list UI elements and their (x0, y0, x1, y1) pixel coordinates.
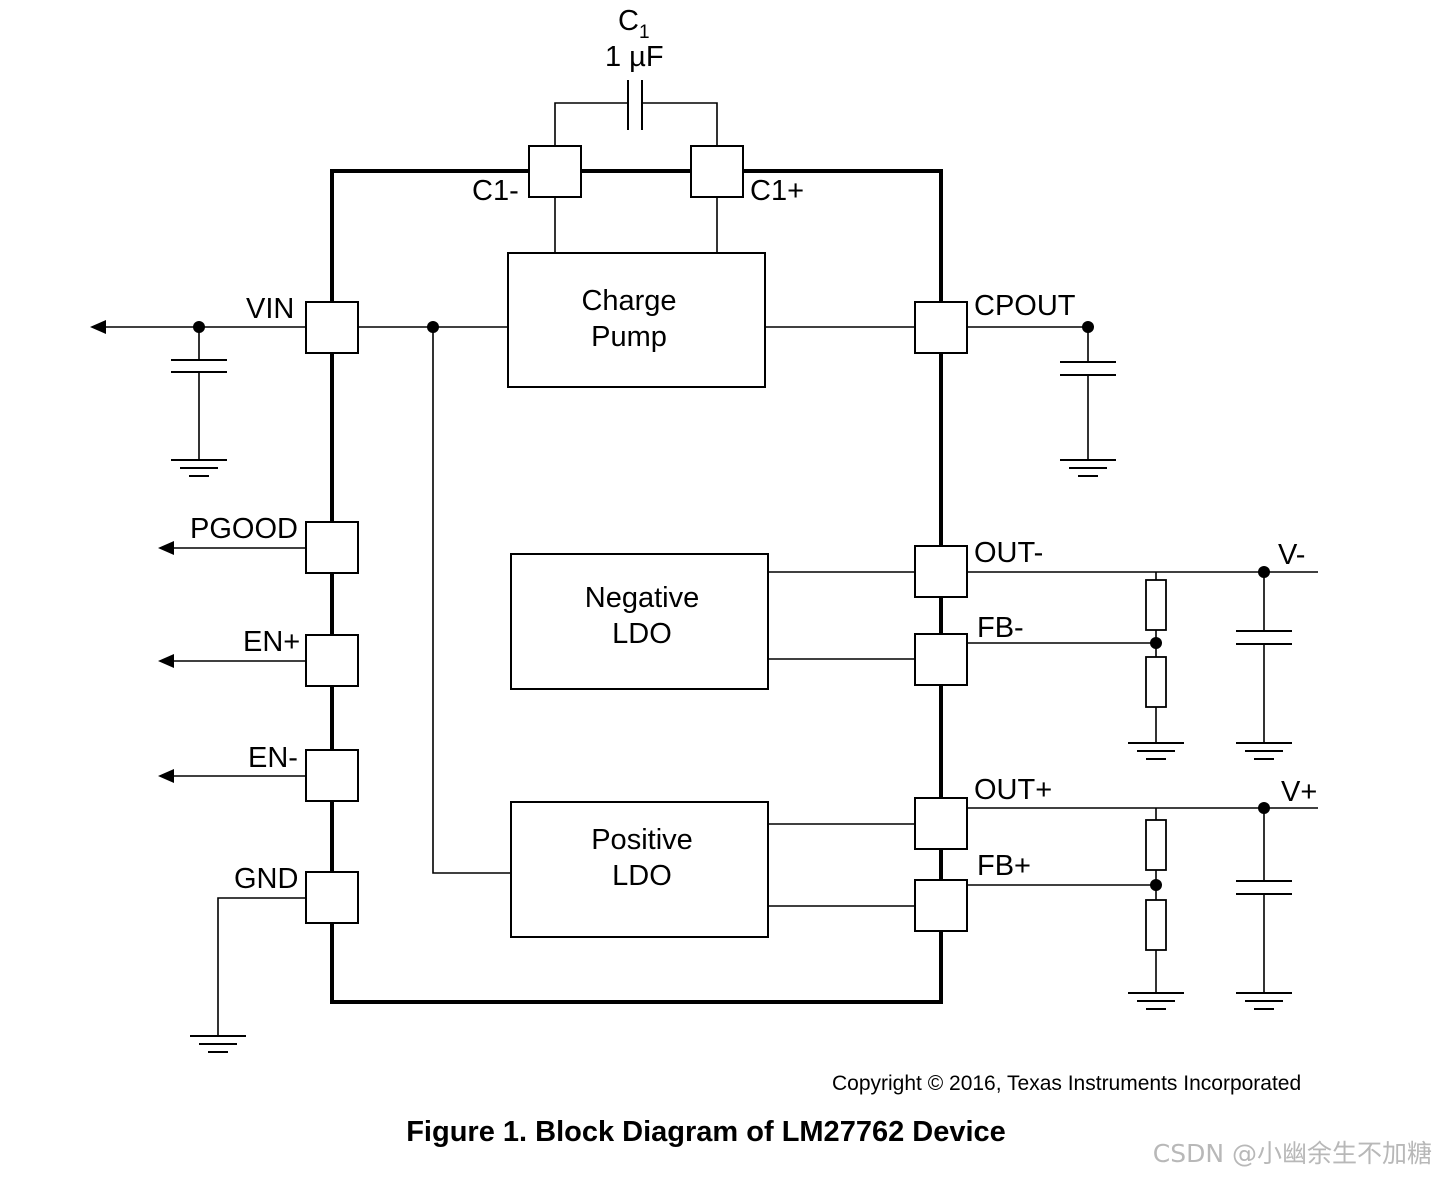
label-cpout: CPOUT (974, 290, 1076, 322)
label-pgood: PGOOD (190, 513, 298, 545)
negative-cap-ground-icon (1236, 742, 1292, 760)
resistor-top-negative (1145, 579, 1167, 631)
capacitor-ref-subscript: 1 (639, 22, 650, 43)
vin-ground-icon (171, 459, 227, 477)
pin-out-plus (914, 797, 968, 850)
label-fb-plus: FB+ (977, 850, 1031, 882)
positive-ldo-block: Positive LDO (510, 801, 769, 938)
charge-pump-label-line2: Pump (591, 321, 667, 353)
cpout-network (967, 321, 1116, 477)
pin-out-minus (914, 545, 968, 598)
label-en-plus: EN+ (243, 626, 300, 658)
label-out-minus: OUT- (974, 537, 1043, 569)
en-minus-signal (158, 769, 306, 783)
pin-c1-plus (690, 145, 744, 198)
pin-fb-minus (914, 633, 968, 686)
capacitor-ref: C (618, 5, 639, 37)
pgood-arrow-icon (158, 541, 174, 555)
resistor-bottom-positive (1145, 899, 1167, 951)
negative-resistor-ground-icon (1128, 742, 1184, 760)
pin-fb-plus (914, 879, 968, 932)
capacitor-value: 1 µF (605, 41, 664, 73)
copyright-notice: Copyright © 2016, Texas Instruments Inco… (832, 1072, 1302, 1095)
pin-pgood (305, 521, 359, 574)
en-minus-arrow-icon (158, 769, 174, 783)
label-v-minus: V- (1278, 539, 1305, 571)
internal-wiring (358, 197, 915, 907)
pin-vin (305, 301, 359, 354)
pin-c1-minus (528, 145, 582, 198)
resistor-bottom-negative (1145, 656, 1167, 708)
negative-ldo-block: Negative LDO (510, 553, 769, 690)
figure-caption: Figure 1. Block Diagram of LM27762 Devic… (406, 1116, 1006, 1148)
label-gnd: GND (234, 863, 298, 895)
vin-network (90, 320, 306, 477)
label-c1-minus: C1- (472, 175, 519, 207)
watermark: CSDN @小幽余生不加糖 (1152, 1139, 1432, 1168)
negative-ldo-label-line1: Negative (585, 582, 699, 614)
charge-pump-label-line1: Charge (581, 285, 676, 317)
svg-text:C1: C1 (618, 5, 650, 43)
en-plus-signal (158, 654, 306, 668)
vin-arrow-icon (90, 320, 106, 334)
negative-ldo-label-line2: LDO (612, 618, 672, 650)
label-vin: VIN (246, 293, 294, 325)
flying-capacitor: C1 1 µF (554, 5, 718, 146)
label-out-plus: OUT+ (974, 774, 1052, 806)
vin-junction-dot (427, 321, 439, 333)
pin-en-minus (305, 749, 359, 802)
label-c1-plus: C1+ (750, 175, 804, 207)
positive-output-network: V+ (967, 776, 1318, 1010)
label-v-plus: V+ (1281, 776, 1317, 808)
pin-en-plus (305, 634, 359, 687)
positive-ldo-label-line1: Positive (591, 824, 693, 856)
label-fb-minus: FB- (977, 612, 1024, 644)
negative-output-network: V- (967, 539, 1318, 760)
pin-gnd (305, 871, 359, 924)
positive-ldo-label-line2: LDO (612, 860, 672, 892)
en-plus-arrow-icon (158, 654, 174, 668)
gnd-ground-icon (190, 1035, 246, 1053)
cpout-ground-icon (1060, 459, 1116, 477)
charge-pump-block: Charge Pump (507, 252, 766, 388)
pgood-signal (158, 541, 306, 555)
pin-cpout (914, 301, 968, 354)
positive-cap-ground-icon (1236, 992, 1292, 1010)
resistor-top-positive (1145, 819, 1167, 871)
label-en-minus: EN- (248, 742, 298, 774)
positive-resistor-ground-icon (1128, 992, 1184, 1010)
gnd-network (190, 897, 306, 1053)
